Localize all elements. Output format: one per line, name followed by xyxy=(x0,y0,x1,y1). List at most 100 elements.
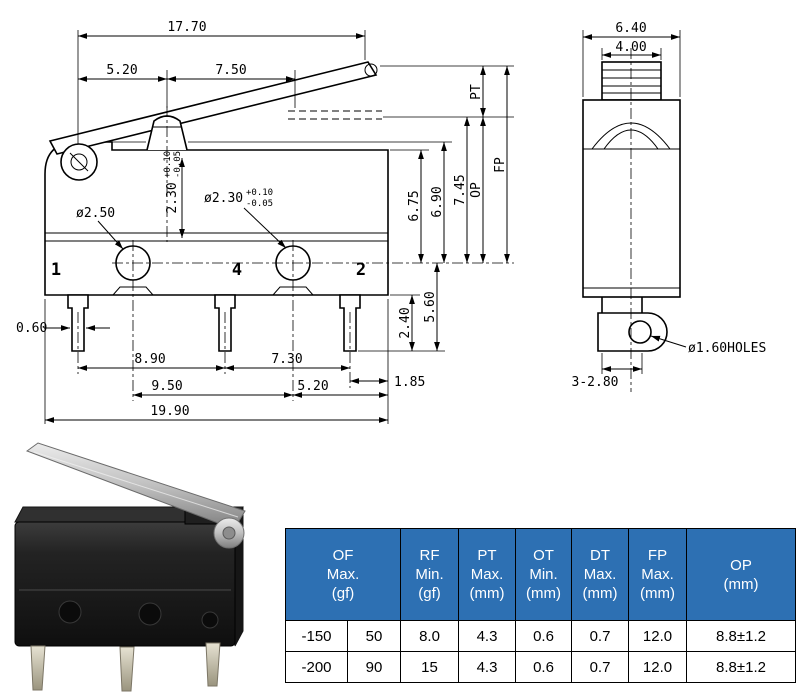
cell-fp: 12.0 xyxy=(628,620,687,652)
dim-pt: PT xyxy=(469,66,486,117)
cell-model: -150 xyxy=(285,620,348,652)
dim-label-plunger-travel: 2.30 xyxy=(165,182,180,213)
photo-case-recess-2 xyxy=(138,602,162,626)
dim-label-free-pos-to-holes: 7.45 xyxy=(453,174,468,205)
terminal-number-4: 4 xyxy=(232,260,242,280)
dim-lever-length: 17.70 xyxy=(78,20,365,39)
dim-pin1-to-pin4: 8.90 xyxy=(78,352,225,371)
dim-label-lever-length: 17.70 xyxy=(167,20,206,35)
dim-label-holes-to-pin-tip: 5.60 xyxy=(423,291,438,322)
side-terminal-plate xyxy=(597,312,668,352)
front-view-extension-lines xyxy=(44,30,514,424)
label-hole-right-diameter: ø2.30 +0.10 -0.05 xyxy=(204,188,287,249)
dim-label-case-length: 19.90 xyxy=(150,404,189,419)
cell-pt: 4.3 xyxy=(458,651,516,683)
cell-pt: 4.3 xyxy=(458,620,516,652)
dim-label-boss-top-to-holes: 6.90 xyxy=(430,186,445,217)
cell-fp: 12.0 xyxy=(628,651,687,683)
dim-plunger-width: 4.00 xyxy=(602,40,661,58)
spec-table-row-200: -200 90 15 4.3 0.6 0.7 12.0 8.8±1.2 xyxy=(285,651,796,683)
spec-table: OF Max. (gf) RF Min. (gf) PT Max. (mm) O… xyxy=(285,528,796,683)
dim-pin2-to-case-edge: 1.85 xyxy=(350,375,425,390)
dim-terminal-width: 3-2.80 xyxy=(572,366,642,390)
header-pt: PT Max. (mm) xyxy=(458,528,516,621)
dim-label-pin1-to-pin4: 8.90 xyxy=(134,352,165,367)
spec-table-row-150: -150 50 8.0 4.3 0.6 0.7 12.0 8.8±1.2 xyxy=(285,620,796,652)
terminal-number-2: 2 xyxy=(356,260,366,280)
hinge-inner-circle xyxy=(70,153,88,171)
cell-rf: 8.0 xyxy=(400,620,459,652)
dim-label-hole-right-tol-minus: -0.05 xyxy=(246,199,273,209)
terminal-hole xyxy=(628,320,652,344)
dim-boss-top-to-holes: 6.90 xyxy=(430,142,447,263)
side-case-body xyxy=(582,99,681,298)
dim-label-hole-right-dia: ø2.30 xyxy=(204,191,243,206)
side-plunger-cap xyxy=(601,61,662,101)
lever-tip-curl xyxy=(364,63,378,77)
dim-label-pt: PT xyxy=(469,84,484,100)
dim-plunger-to-free: 7.50 xyxy=(167,63,295,82)
header-of: OF Max. (gf) xyxy=(285,528,401,621)
cell-rf: 15 xyxy=(400,651,459,683)
dim-plunger-travel: 2.30 +0.10 -0.05 xyxy=(163,151,185,238)
dim-label-op: OP xyxy=(469,182,484,198)
header-dt: DT Max. (mm) xyxy=(571,528,629,621)
dim-case-width: 6.40 xyxy=(583,21,680,40)
cell-dt: 0.7 xyxy=(571,620,629,652)
photo-case-recess-3 xyxy=(201,611,219,629)
dim-op: OP xyxy=(469,117,486,263)
dim-label-plunger-travel-tol-plus: +0.10 xyxy=(163,151,173,178)
dim-label-hole-right-tol-plus: +0.10 xyxy=(246,188,273,198)
photo-lever-arm xyxy=(25,442,246,530)
dim-free-pos-to-holes: 7.45 xyxy=(453,117,470,263)
dim-hinge-to-plunger: 5.20 xyxy=(78,63,167,82)
dim-case-top-to-holes: 6.75 xyxy=(407,150,424,263)
front-view: 17.70 5.20 7.50 PT OP FP 6.75 6.90 xyxy=(16,20,514,424)
dim-label-terminal-hole: ø1.60HOLES xyxy=(688,341,766,356)
cell-ot: 0.6 xyxy=(515,620,572,652)
side-view: 6.40 4.00 3-2.80 ø1.60HOLES xyxy=(572,21,766,392)
label-terminal-hole: ø1.60HOLES xyxy=(650,335,766,356)
dim-label-hole-left-dia: ø2.50 xyxy=(76,206,115,221)
dim-case-length: 19.90 xyxy=(45,404,388,423)
dim-label-hole-spacing: 9.50 xyxy=(151,379,182,394)
photo-case-recess-1 xyxy=(58,600,82,624)
header-ot: OT Min. (mm) xyxy=(515,528,572,621)
header-fp: FP Max. (mm) xyxy=(628,528,687,621)
dim-label-plunger-travel-tol-minus: -0.05 xyxy=(173,151,183,178)
dim-label-plunger-width: 4.00 xyxy=(615,40,646,55)
cell-model: -200 xyxy=(285,651,348,683)
cell-of: 90 xyxy=(347,651,401,683)
dim-fp: FP xyxy=(493,66,510,263)
dim-hole-to-case-edge: 5.20 xyxy=(293,379,388,398)
cell-ot: 0.6 xyxy=(515,651,572,683)
dim-label-plunger-to-free: 7.50 xyxy=(215,63,246,78)
photo-lever-highlight xyxy=(33,451,239,518)
dim-label-case-width: 6.40 xyxy=(615,21,646,36)
dim-label-hinge-to-plunger: 5.20 xyxy=(106,63,137,78)
front-view-centerlines xyxy=(77,106,514,401)
photo-pin-2 xyxy=(119,646,135,692)
photo-pin-3 xyxy=(205,642,221,687)
photo-hinge-pin xyxy=(222,526,236,540)
photo-pin-1 xyxy=(30,645,46,691)
dim-case-bottom-to-pin-tip: 2.40 xyxy=(398,295,415,351)
header-rf: RF Min. (gf) xyxy=(400,528,459,621)
dim-label-case-bottom-to-pin-tip: 2.40 xyxy=(398,307,413,338)
dim-label-pin-width: 0.60 xyxy=(16,321,47,336)
header-op: OP (mm) xyxy=(686,528,796,621)
cell-op: 8.8±1.2 xyxy=(686,620,796,652)
dim-label-case-top-to-holes: 6.75 xyxy=(407,190,422,221)
side-view-outline xyxy=(582,61,681,352)
product-photo xyxy=(14,442,246,692)
dim-pin-width: 0.60 xyxy=(16,321,110,336)
dim-label-terminal-width: 3-2.80 xyxy=(572,375,619,390)
dim-pin4-to-pin2: 7.30 xyxy=(225,352,350,371)
cell-of: 50 xyxy=(347,620,401,652)
cell-op: 8.8±1.2 xyxy=(686,651,796,683)
hinge-slot xyxy=(69,152,89,172)
lever-arm xyxy=(48,61,378,155)
terminal-number-1: 1 xyxy=(51,260,61,280)
